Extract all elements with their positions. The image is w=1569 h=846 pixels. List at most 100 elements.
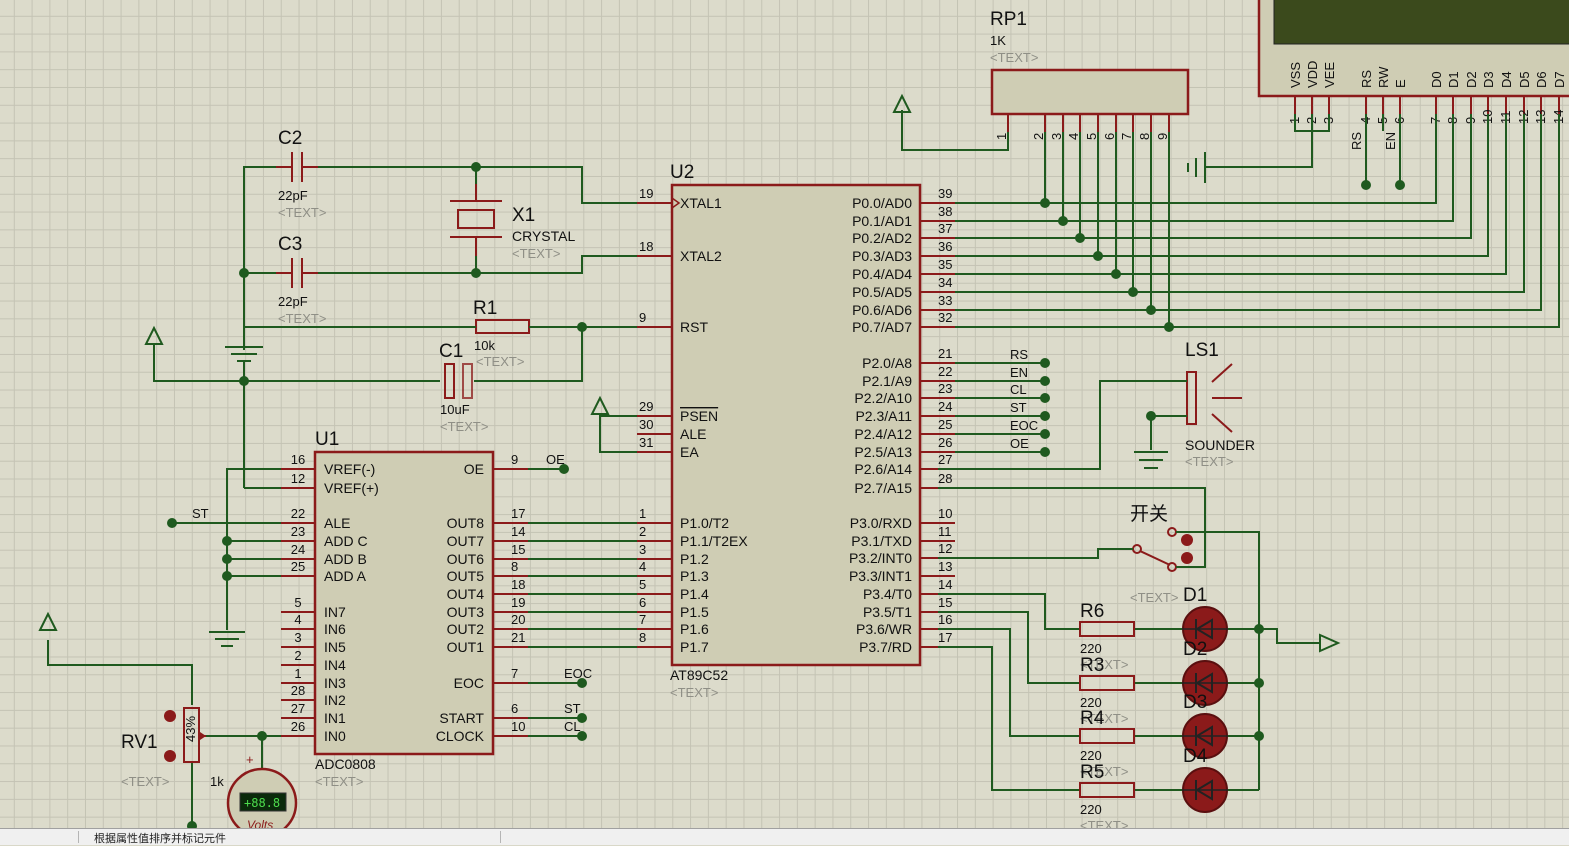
u2-pin-p1-7[interactable]: 8P1.7 <box>637 630 709 655</box>
u2-pin-p1-5[interactable]: 6P1.5 <box>637 595 709 620</box>
d4-led[interactable]: D4 <box>1182 746 1228 813</box>
rv1-potentiometer[interactable]: RV1 43% 1k <TEXT> <box>121 707 224 789</box>
rp1-pin-4[interactable]: 4 <box>1066 114 1081 140</box>
rp1-pin-9[interactable]: 9 <box>1155 114 1170 140</box>
u2-pin-p1-2[interactable]: 3P1.2 <box>637 542 709 567</box>
lcd-pin-label: D0 <box>1429 71 1444 88</box>
u2-pin-number: 13 <box>938 559 952 574</box>
c3-capacitor[interactable]: C3 22pF <TEXT> <box>276 234 326 326</box>
u1-pin-oe[interactable]: 9OE <box>464 452 528 477</box>
rp1-pin-6[interactable]: 6 <box>1102 114 1117 140</box>
rp1-pin-3[interactable]: 3 <box>1049 114 1064 140</box>
rp1-pin-5[interactable]: 5 <box>1084 114 1099 140</box>
u2-pin-p1-0-t2[interactable]: 1P1.0/T2 <box>637 506 729 531</box>
u2-pin-label: P2.6/A14 <box>854 461 912 477</box>
ls1-sounder[interactable]: LS1 SOUNDER <TEXT> <box>1185 340 1255 469</box>
c2-capacitor[interactable]: C2 22pF <TEXT> <box>276 128 326 220</box>
x1-crystal[interactable]: X1 CRYSTAL <TEXT> <box>450 184 575 261</box>
rp1-pin-7[interactable]: 7 <box>1119 114 1134 140</box>
voltmeter[interactable]: + +88.8 Volts <box>226 752 298 828</box>
u2-pin-p1-4[interactable]: 5P1.4 <box>637 577 709 602</box>
d2-led[interactable]: D2 <box>1182 639 1228 706</box>
u2-pin-label: P0.3/AD3 <box>852 248 912 264</box>
u2-pin-label: P3.1/TXD <box>851 533 912 549</box>
c1-capacitor[interactable]: C1 10uF <TEXT> <box>439 341 488 434</box>
resistor-value: 220 <box>1080 695 1102 710</box>
u2-pin-p1-3[interactable]: 4P1.3 <box>637 559 709 584</box>
resistor-value: 220 <box>1080 748 1102 763</box>
r1-resistor[interactable]: R1 10k <TEXT> <box>473 298 530 369</box>
u2-microcontroller[interactable]: U2 19XTAL118XTAL29RST29PSEN30ALE31EA1P1.… <box>637 162 955 700</box>
lcd-display[interactable]: VSS1VDD2VEE3RS4RW5E6D07D18D29D310D411D51… <box>1257 0 1569 124</box>
rp1-pin-8[interactable]: 8 <box>1137 114 1152 140</box>
u2-pin-p1-6[interactable]: 7P1.6 <box>637 612 709 637</box>
u2-pin-p1-1-t2ex[interactable]: 2P1.1/T2EX <box>637 524 748 549</box>
rp1-pin-2[interactable]: 2 <box>1031 114 1046 140</box>
d3-led[interactable]: D3 <box>1182 692 1228 759</box>
rp1-pin-1[interactable]: 1 <box>994 114 1009 140</box>
d1-led[interactable]: D1 <box>1182 585 1228 652</box>
switch-ref: 开关 <box>1130 503 1168 525</box>
u1-pin-label: OUT4 <box>447 586 485 602</box>
